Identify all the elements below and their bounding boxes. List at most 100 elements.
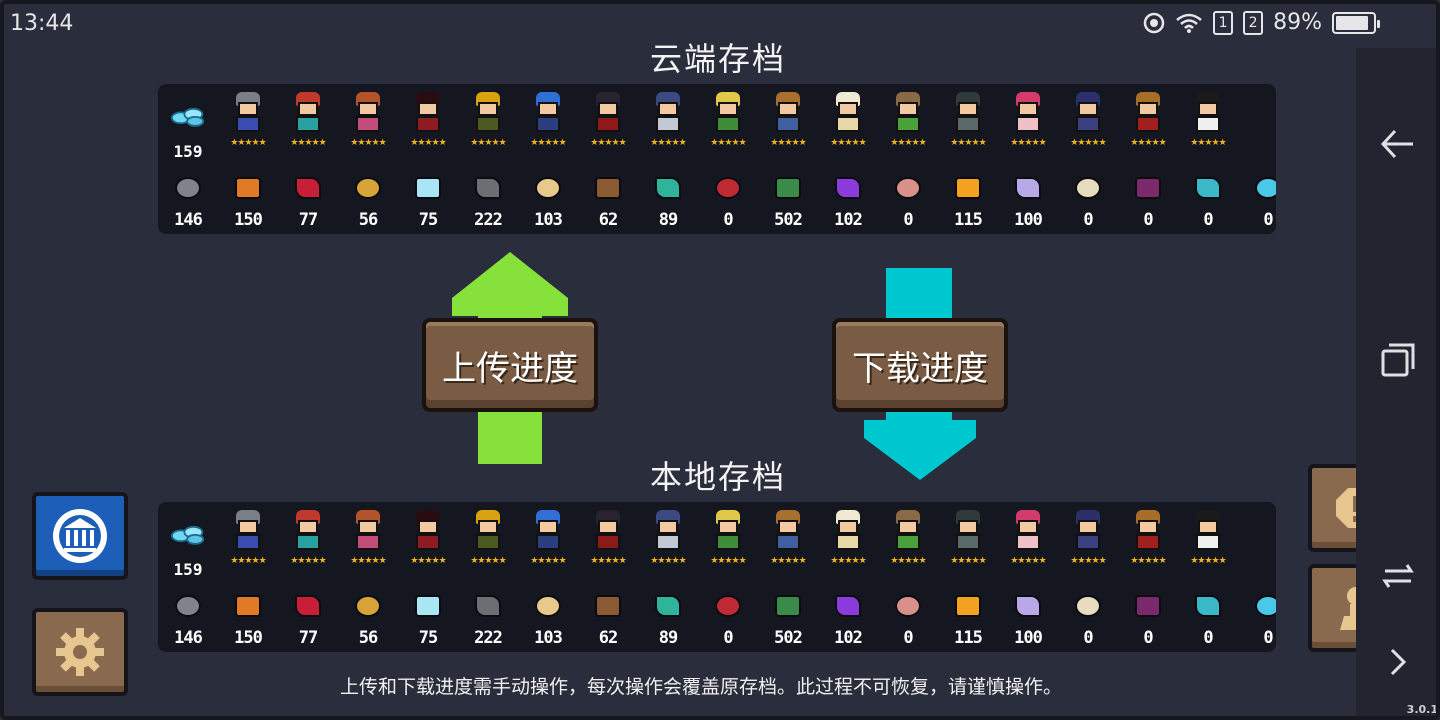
gem-icon — [170, 518, 206, 550]
recent-apps-icon[interactable] — [1374, 336, 1422, 384]
feather-icon — [350, 590, 386, 622]
purple-shard-icon — [830, 172, 866, 204]
box-icon — [890, 590, 926, 622]
partial-item-icon — [1250, 172, 1276, 204]
material-slot: 0 — [1178, 586, 1238, 648]
hero-face — [1138, 102, 1158, 116]
material-count: 0 — [903, 628, 913, 648]
material-shape — [415, 177, 441, 199]
hero-face — [658, 520, 678, 534]
hero-body — [716, 534, 740, 550]
hero-slot: ★★★★★ — [1118, 502, 1178, 579]
hero-slot: ★★★★★ — [338, 502, 398, 579]
hero-body — [1016, 534, 1040, 550]
hero-slot: ★★★★★ — [218, 84, 278, 161]
hero-face — [838, 102, 858, 116]
red-leaf-icon — [290, 172, 326, 204]
hero-slot: ★★★★★ — [938, 84, 998, 161]
material-slot: 62 — [578, 586, 638, 648]
berserker-icon — [948, 508, 988, 552]
hero-body — [776, 534, 800, 550]
elf-icon — [708, 508, 748, 552]
alchemist-icon — [1008, 508, 1048, 552]
hammer-icon — [590, 590, 626, 622]
hero-stars: ★★★★★ — [950, 138, 986, 148]
knight-icon — [228, 90, 268, 134]
material-slot: 0 — [1238, 586, 1276, 648]
material-shape — [1015, 595, 1041, 617]
material-slot: 0 — [1058, 586, 1118, 648]
werewolf-icon — [768, 508, 808, 552]
engineer-icon — [468, 508, 508, 552]
material-slot: 103 — [518, 586, 578, 648]
hero-slot: ★★★★★ — [398, 502, 458, 579]
hero-body — [1196, 116, 1220, 132]
material-slot: 0 — [1118, 168, 1178, 230]
flame-leaf-icon — [950, 590, 986, 622]
ore-icon — [170, 590, 206, 622]
green-leaf-icon — [650, 590, 686, 622]
material-slot: 150 — [218, 586, 278, 648]
necromancer-icon — [1068, 508, 1108, 552]
material-shape — [535, 177, 561, 199]
material-slot: 89 — [638, 586, 698, 648]
scroll-icon — [1070, 590, 1106, 622]
hero-face — [538, 520, 558, 534]
flame-leaf-icon — [950, 172, 986, 204]
material-count: 56 — [358, 628, 379, 648]
material-count: 89 — [658, 628, 679, 648]
hero-body — [236, 116, 260, 132]
hero-body — [956, 534, 980, 550]
material-slot: 0 — [1118, 586, 1178, 648]
material-count: 89 — [658, 210, 679, 230]
hero-stars: ★★★★★ — [890, 138, 926, 148]
gear-part-icon — [470, 172, 506, 204]
settings-button[interactable] — [32, 608, 128, 696]
material-shape — [175, 595, 201, 617]
druid-icon — [888, 90, 928, 134]
gear-part-icon — [470, 590, 506, 622]
material-shape — [1255, 595, 1276, 617]
hero-face — [778, 102, 798, 116]
battery-part-icon — [770, 590, 806, 622]
material-count: 0 — [723, 628, 733, 648]
fish-icon — [230, 172, 266, 204]
material-count: 0 — [723, 210, 733, 230]
material-shape — [1075, 595, 1101, 617]
hero-face — [358, 520, 378, 534]
material-slot: 75 — [398, 586, 458, 648]
hero-slot: ★★★★★ — [338, 84, 398, 161]
chevron-right-icon[interactable] — [1374, 638, 1422, 686]
hero-body — [596, 116, 620, 132]
hero-face — [1078, 520, 1098, 534]
download-progress-button[interactable]: 下载进度 — [832, 318, 1008, 412]
hero-stars: ★★★★★ — [830, 556, 866, 566]
hero-body — [236, 534, 260, 550]
hero-slot: ★★★★★ — [878, 502, 938, 579]
hero-face — [1018, 520, 1038, 534]
hero-body — [356, 534, 380, 550]
material-shape — [895, 595, 921, 617]
do-not-disturb-icon — [1143, 12, 1165, 34]
ore-icon — [170, 172, 206, 204]
material-shape — [175, 177, 201, 199]
hero-stars: ★★★★★ — [590, 556, 626, 566]
hero-face — [1198, 520, 1218, 534]
hero-face — [598, 520, 618, 534]
account-button[interactable] — [32, 492, 128, 580]
robot-icon — [528, 90, 568, 134]
material-slot: 502 — [758, 168, 818, 230]
upload-progress-button[interactable]: 上传进度 — [422, 318, 598, 412]
hero-face — [598, 102, 618, 116]
material-slot: 56 — [338, 586, 398, 648]
switch-icon[interactable] — [1374, 552, 1422, 600]
hero-face — [898, 102, 918, 116]
back-icon[interactable] — [1374, 120, 1422, 168]
material-count: 222 — [474, 628, 503, 648]
account-emblem-icon — [53, 509, 107, 563]
alchemist-icon — [1008, 90, 1048, 134]
hero-slot: ★★★★★ — [1058, 502, 1118, 579]
material-shape — [895, 177, 921, 199]
hero-face — [1078, 102, 1098, 116]
